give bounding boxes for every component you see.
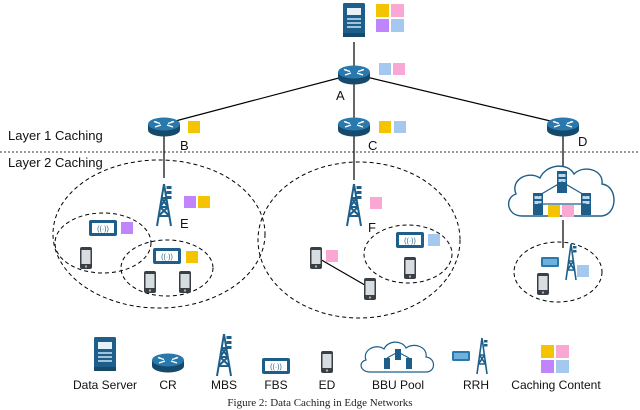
small-cell-f1 [363, 224, 453, 284]
router-b-icon [147, 116, 181, 138]
router-c-icon [337, 116, 371, 138]
server-cache [376, 4, 404, 32]
node-d-label: D [578, 134, 587, 149]
cache-e-purple [184, 196, 196, 208]
legend-cr-icon [151, 352, 185, 374]
cache-bbu-yellow [548, 205, 560, 217]
cache-fbs-e1-purple [121, 222, 133, 234]
legend-bbu-pool-icon [360, 341, 435, 373]
cache-fbs-e2-yellow [186, 251, 198, 263]
node-f-label: F [368, 220, 376, 235]
legend-ed-label: ED [319, 378, 336, 392]
fbs-f1-icon [396, 232, 424, 248]
cell-e-coverage [52, 159, 266, 309]
cache-a-pink [393, 63, 405, 75]
router-d-icon [546, 116, 580, 138]
cache-c-yellow [379, 121, 391, 133]
cell-f-coverage [257, 161, 461, 319]
legend-caching-content-label: Caching Content [511, 378, 601, 392]
link-ed-ed [317, 257, 371, 289]
bbu-pool-servers [533, 171, 591, 215]
fbs-e1-icon [89, 220, 117, 236]
ed-e3-icon [179, 271, 191, 293]
small-cell-e1 [54, 212, 152, 274]
legend-fbs-icon [262, 358, 290, 374]
cache-fbs-f1-lightblue [428, 234, 440, 246]
mbs-f-icon [346, 183, 363, 227]
cache-c-lightblue [394, 121, 406, 133]
legend-rrh-label: RRH [463, 378, 489, 392]
cache-e-yellow [198, 196, 210, 208]
legend-ed-icon [321, 351, 333, 373]
ed-f2-icon [404, 257, 416, 279]
link-a-d [353, 73, 564, 125]
node-a-label: A [336, 88, 345, 103]
legend-mbs-label: MBS [211, 378, 237, 392]
mbs-e-icon [156, 183, 173, 227]
node-c-label: C [368, 138, 377, 153]
fbs-e2-icon [153, 248, 181, 264]
ed-e1-icon [80, 247, 92, 269]
legend-fbs-label: FBS [264, 378, 287, 392]
legend: Data Server CR MBS FBS ED BBU Pool RRH C… [73, 333, 601, 392]
node-b-label: B [180, 138, 189, 153]
link-a-b [163, 73, 355, 125]
cache-bbu-pink [562, 205, 574, 217]
ed-f1-icon [310, 247, 322, 269]
cache-ed-f1-pink [326, 250, 338, 262]
data-server-icon [343, 3, 365, 37]
rrh-coverage [513, 241, 603, 303]
legend-data-server-label: Data Server [73, 378, 137, 392]
cache-f-pink [370, 197, 382, 209]
ed-f3-icon [364, 278, 376, 300]
legend-data-server-icon [94, 337, 116, 371]
router-a-icon [337, 64, 371, 86]
figure-caption: Figure 2: Data Caching in Edge Networks [227, 397, 412, 409]
layer-2-label: Layer 2 Caching [8, 155, 103, 170]
legend-cr-label: CR [159, 378, 177, 392]
cache-rrh-lightblue [577, 265, 589, 277]
node-e-label: E [180, 216, 189, 231]
legend-mbs-icon [216, 333, 233, 377]
ed-d1-icon [537, 273, 549, 295]
legend-caching-content-icon [541, 345, 569, 373]
network-links [163, 42, 564, 289]
legend-rrh-icon [451, 337, 489, 375]
legend-bbu-pool-label: BBU Pool [372, 378, 424, 392]
cache-a-lightblue [379, 63, 391, 75]
cache-b-yellow [188, 121, 200, 133]
small-cell-e2 [120, 239, 214, 297]
ed-e2-icon [144, 271, 156, 293]
layer-1-label: Layer 1 Caching [8, 128, 103, 143]
